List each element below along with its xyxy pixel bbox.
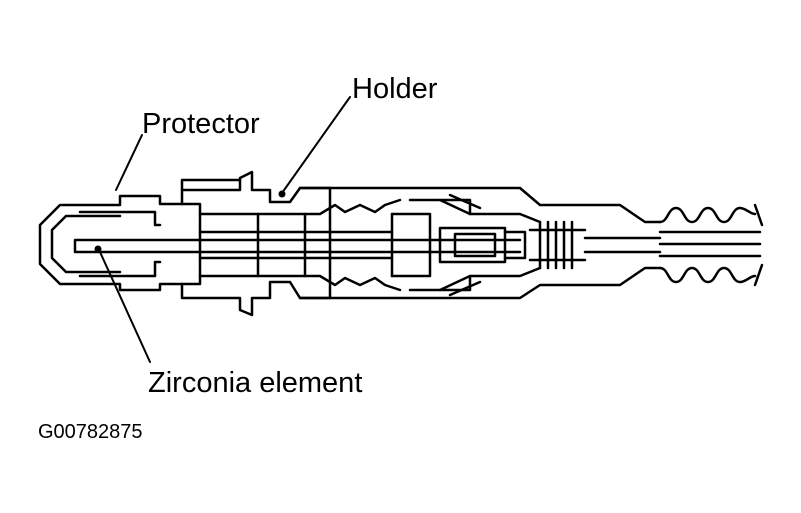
protector-leader [115,134,143,191]
holder-label: Holder [352,73,438,105]
protector-cap [38,170,332,317]
holder-leader-dot [278,190,286,198]
leader-lines [99,96,351,363]
zirconia-leader-dot [94,245,102,253]
sensor-housing [180,178,764,300]
zirconia-element-tube [73,238,522,254]
zirconia-element-label: Zirconia element [148,367,362,399]
zirconia-leader [99,251,151,363]
protector-label: Protector [142,108,260,140]
figure-id: G00782875 [38,421,143,443]
holder-leader [281,96,351,194]
